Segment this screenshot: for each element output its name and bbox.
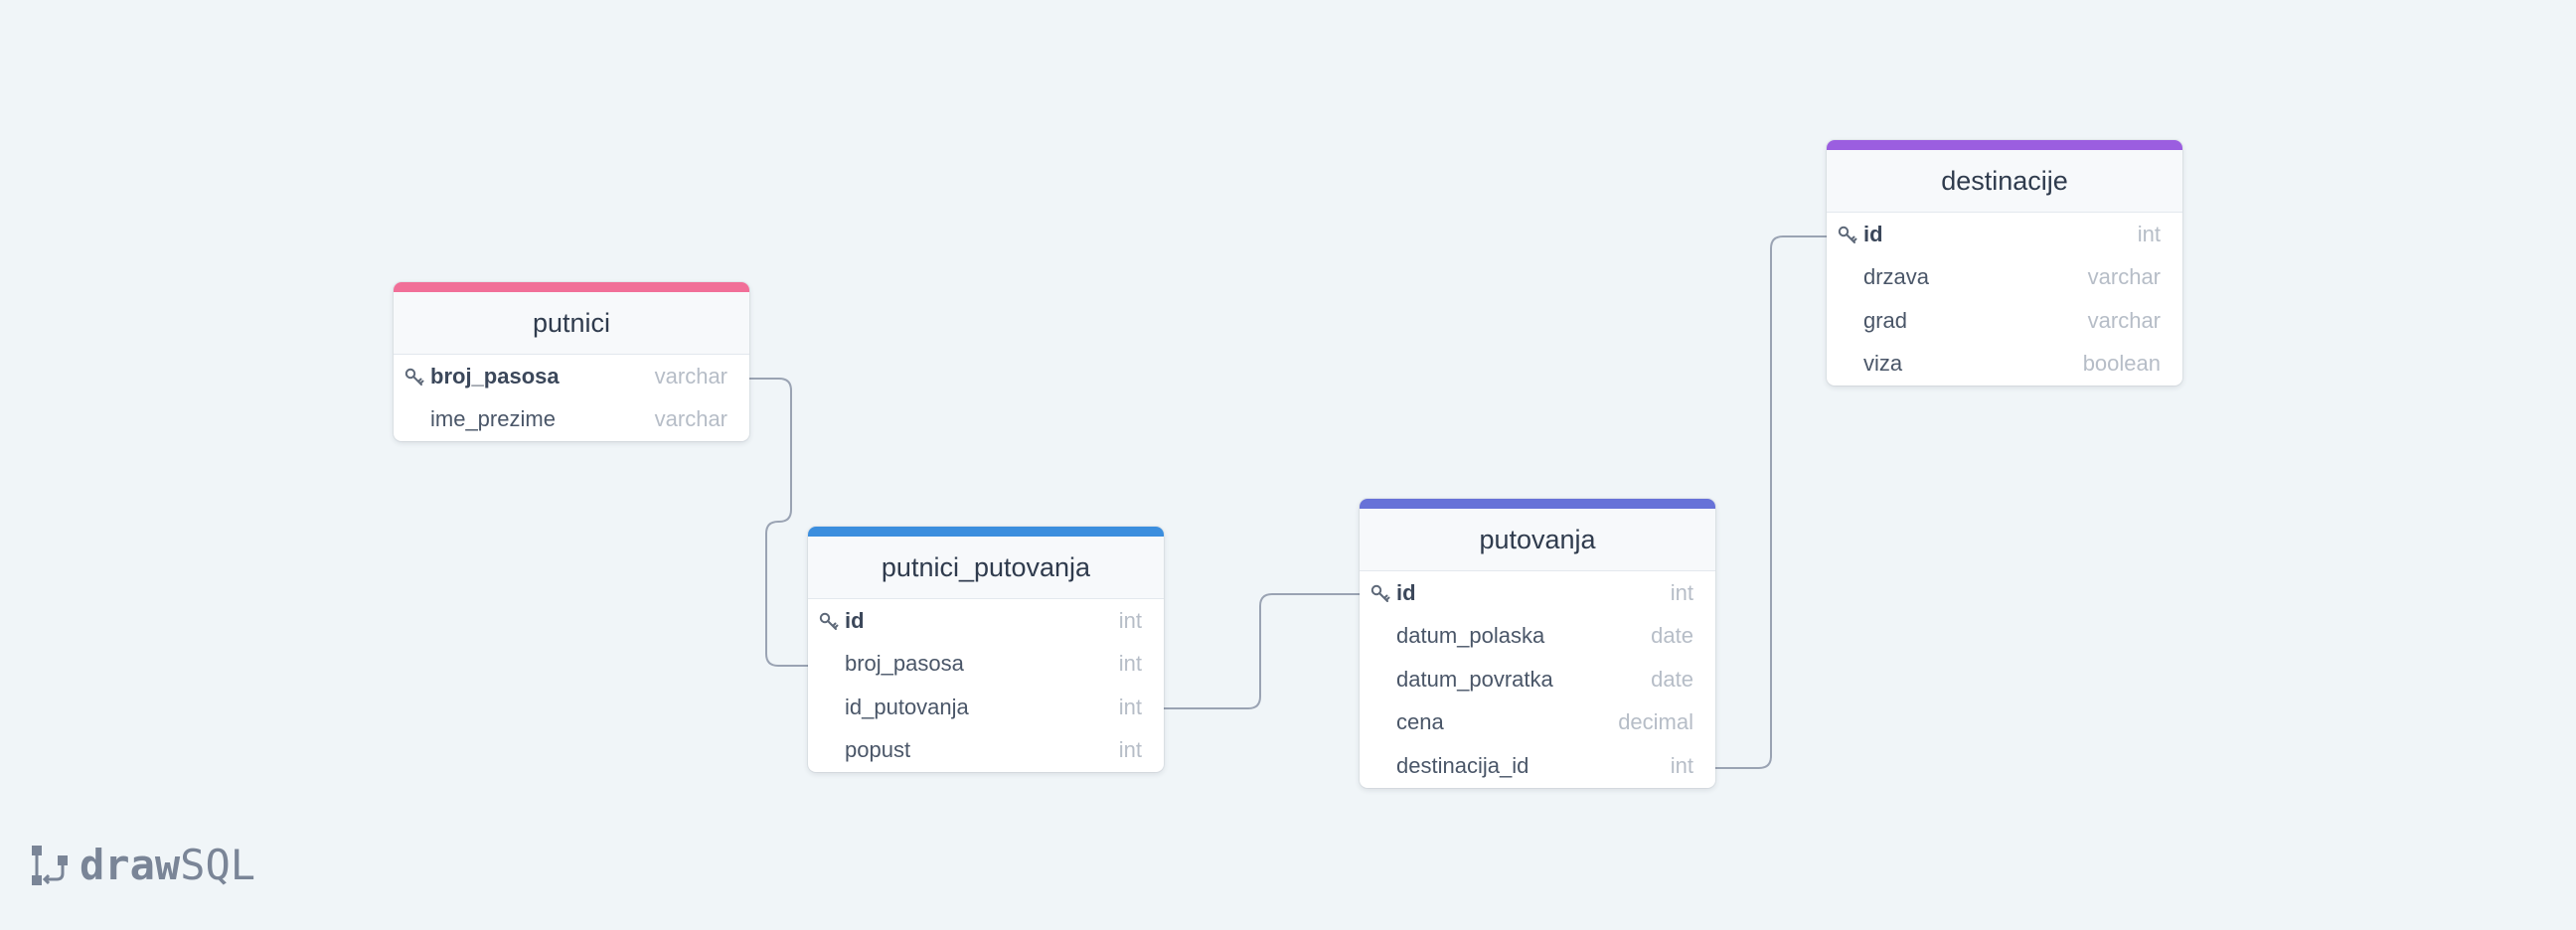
column-type: varchar xyxy=(654,406,727,432)
column-type: int xyxy=(1118,737,1142,763)
column-name: grad xyxy=(1863,307,1908,333)
column-row[interactable]: datum_povratka date xyxy=(1360,658,1715,701)
column-name: popust xyxy=(845,737,911,763)
column-name: cena xyxy=(1396,709,1444,735)
primary-key-icon xyxy=(1370,584,1390,602)
column-type: boolean xyxy=(2082,351,2161,377)
table-title[interactable]: putnici xyxy=(394,292,749,355)
column-row[interactable]: destinacija_id int xyxy=(1360,744,1715,788)
column-name: broj_pasosa xyxy=(430,363,560,388)
column-name: datum_polaska xyxy=(1396,623,1545,649)
table-accent-bar xyxy=(1827,140,2182,150)
column-name: destinacija_id xyxy=(1396,752,1530,778)
column-type: int xyxy=(1670,752,1693,778)
column-type: int xyxy=(1118,694,1142,719)
column-row[interactable]: id int xyxy=(808,599,1164,643)
column-row[interactable]: id int xyxy=(1827,213,2182,256)
drawsql-logo-text: drawSQL xyxy=(80,841,255,889)
column-type: date xyxy=(1651,666,1693,692)
table-putovanja[interactable]: putovanja id int datum_polaska date datu… xyxy=(1360,499,1715,788)
table-title[interactable]: putnici_putovanja xyxy=(808,537,1164,599)
column-type: int xyxy=(1670,579,1693,605)
column-row[interactable]: broj_pasosa int xyxy=(808,643,1164,687)
logo-text-bold: draw xyxy=(80,841,181,889)
table-destinacije[interactable]: destinacije id int drzava varchar grad v… xyxy=(1827,140,2182,386)
column-row[interactable]: grad varchar xyxy=(1827,299,2182,343)
column-name: viza xyxy=(1863,351,1903,377)
logo-text-light: SQL xyxy=(180,841,256,889)
column-row[interactable]: broj_pasosa varchar xyxy=(394,355,749,398)
column-type: decimal xyxy=(1618,709,1693,735)
table-title[interactable]: putovanja xyxy=(1360,509,1715,571)
column-name: drzava xyxy=(1863,264,1930,290)
table-title[interactable]: destinacije xyxy=(1827,150,2182,213)
column-row[interactable]: cena decimal xyxy=(1360,701,1715,745)
table-putnici[interactable]: putnici broj_pasosa varchar ime_prezime … xyxy=(394,282,749,441)
column-row[interactable]: datum_polaska date xyxy=(1360,615,1715,659)
column-row[interactable]: id_putovanja int xyxy=(808,686,1164,729)
column-type: int xyxy=(1118,607,1142,633)
primary-key-icon xyxy=(819,612,839,630)
column-type: int xyxy=(1118,651,1142,677)
column-type: varchar xyxy=(2087,264,2161,290)
relation-putnici-to-putnici-putovanja[interactable] xyxy=(749,378,808,667)
drawsql-logo-icon xyxy=(32,845,68,885)
column-type: varchar xyxy=(654,363,727,388)
table-accent-bar xyxy=(394,282,749,292)
column-row[interactable]: viza boolean xyxy=(1827,343,2182,387)
column-name: id xyxy=(845,607,865,633)
column-row[interactable]: popust int xyxy=(808,729,1164,773)
table-accent-bar xyxy=(808,527,1164,537)
primary-key-icon xyxy=(404,368,424,386)
column-row[interactable]: id int xyxy=(1360,571,1715,615)
column-type: varchar xyxy=(2087,307,2161,333)
column-name: datum_povratka xyxy=(1396,666,1553,692)
column-name: id xyxy=(1396,579,1416,605)
relation-putnici-putovanja-to-putovanja[interactable] xyxy=(1164,593,1360,709)
primary-key-icon xyxy=(1838,226,1857,243)
column-type: int xyxy=(2137,221,2161,246)
column-name: id_putovanja xyxy=(845,694,969,719)
table-accent-bar xyxy=(1360,499,1715,509)
table-putnici-putovanja[interactable]: putnici_putovanja id int broj_pasosa int… xyxy=(808,527,1164,772)
drawsql-logo[interactable]: drawSQL xyxy=(30,841,255,889)
column-row[interactable]: drzava varchar xyxy=(1827,256,2182,300)
column-name: id xyxy=(1863,221,1883,246)
relation-putovanja-to-destinacije[interactable] xyxy=(1715,235,1827,769)
column-type: date xyxy=(1651,623,1693,649)
column-name: ime_prezime xyxy=(430,406,556,432)
column-name: broj_pasosa xyxy=(845,651,964,677)
column-row[interactable]: ime_prezime varchar xyxy=(394,398,749,442)
